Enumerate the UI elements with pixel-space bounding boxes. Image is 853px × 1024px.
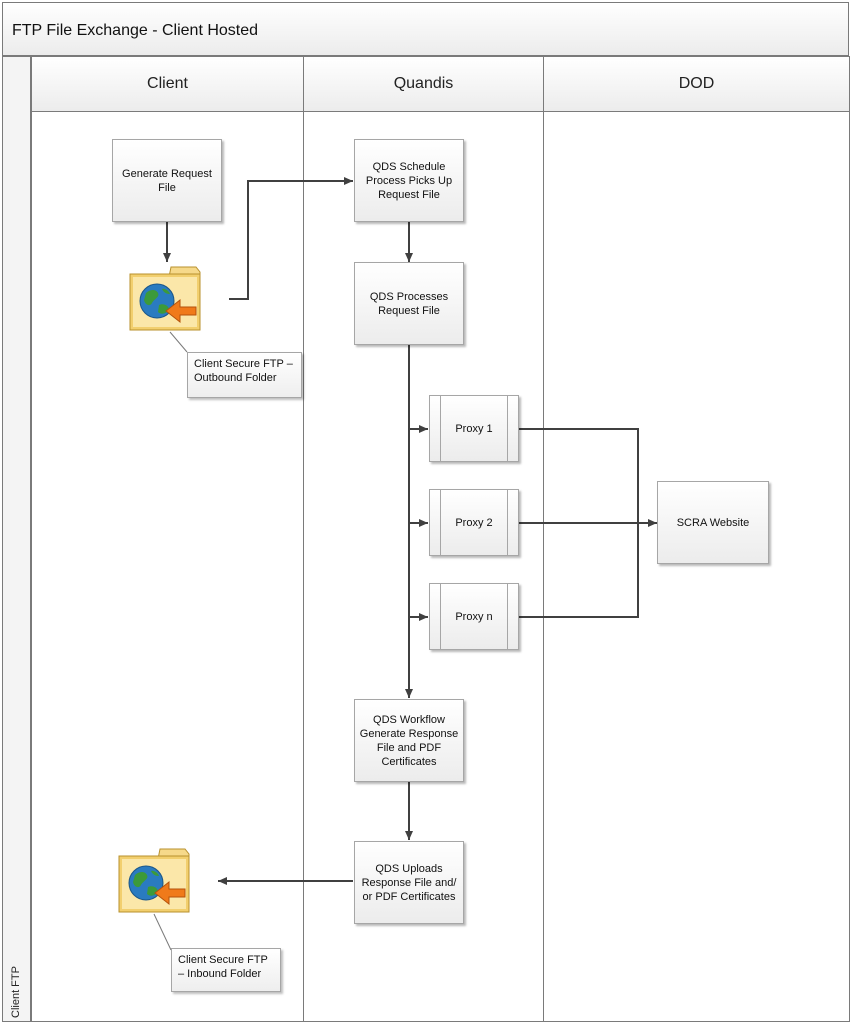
callout-outbound: Client Secure FTP – Outbound Folder bbox=[187, 352, 302, 398]
process-generate-request-label: Generate Request File bbox=[122, 167, 212, 194]
process-processes-request-label: QDS Processes Request File bbox=[369, 290, 449, 317]
lane-header-dod: DOD bbox=[543, 56, 850, 112]
process-scra-website-label: SCRA Website bbox=[676, 516, 750, 529]
process-generate-request: Generate Request File bbox=[112, 139, 222, 222]
process-processes-request: QDS Processes Request File bbox=[354, 262, 464, 345]
lane-dod bbox=[543, 112, 850, 1022]
process-schedule-pickup: QDS Schedule Process Picks Up Request Fi… bbox=[354, 139, 464, 222]
diagram-title: FTP File Exchange - Client Hosted bbox=[12, 22, 259, 39]
process-workflow-generate: QDS Workflow Generate Response File and … bbox=[354, 699, 464, 782]
lane-header-quandis: Quandis bbox=[303, 56, 544, 112]
proxy-1-label: Proxy 1 bbox=[455, 422, 493, 435]
diagram-title-bar: FTP File Exchange - Client Hosted bbox=[2, 2, 849, 56]
process-uploads-response-label: QDS Uploads Response File and/ or PDF Ce… bbox=[361, 862, 457, 903]
process-schedule-pickup-label: QDS Schedule Process Picks Up Request Fi… bbox=[365, 160, 453, 201]
proxy-2: Proxy 2 bbox=[429, 489, 519, 556]
proxy-n: Proxy n bbox=[429, 583, 519, 650]
proxy-1: Proxy 1 bbox=[429, 395, 519, 462]
callout-inbound-text: Client Secure FTP – Inbound Folder bbox=[178, 954, 268, 980]
lane-header-client: Client bbox=[31, 56, 304, 112]
process-workflow-generate-label: QDS Workflow Generate Response File and … bbox=[359, 713, 459, 768]
process-scra-website: SCRA Website bbox=[657, 481, 769, 564]
callout-inbound: Client Secure FTP – Inbound Folder bbox=[171, 948, 281, 992]
proxy-n-label: Proxy n bbox=[455, 610, 493, 623]
ftp-inbound-folder-icon bbox=[118, 848, 190, 913]
ftp-outbound-folder-icon bbox=[129, 266, 201, 331]
callout-outbound-text: Client Secure FTP – Outbound Folder bbox=[194, 358, 293, 384]
proxy-2-label: Proxy 2 bbox=[455, 516, 493, 529]
process-uploads-response: QDS Uploads Response File and/ or PDF Ce… bbox=[354, 841, 464, 924]
pool-label-strip bbox=[2, 56, 31, 1022]
pool-label: Client FTP bbox=[10, 966, 22, 1018]
